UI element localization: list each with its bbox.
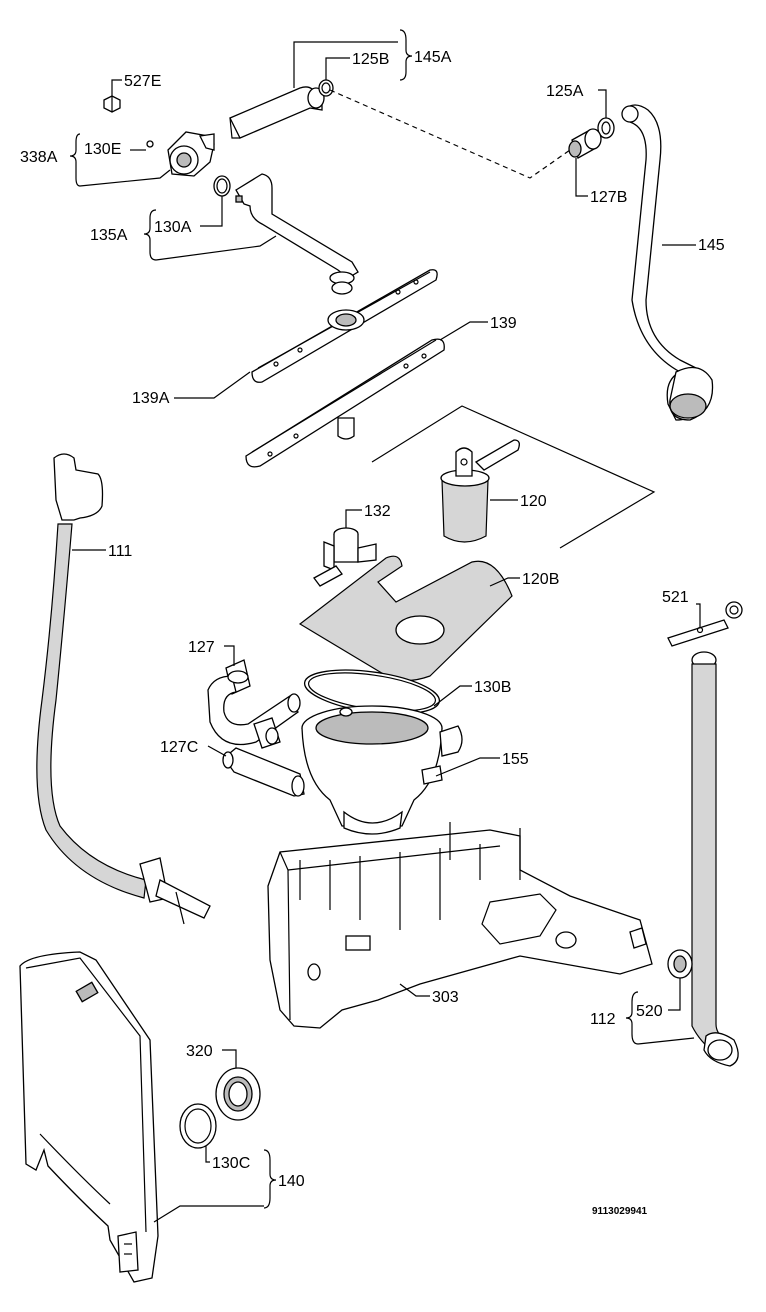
leader-527e: [111, 79, 122, 96]
leader-139a: [174, 371, 251, 399]
leader-521: [696, 603, 701, 628]
label-112: 112: [590, 1011, 616, 1028]
label-127b: 127B: [590, 189, 627, 206]
brace-135a: [143, 209, 157, 261]
leader-130b: [433, 685, 472, 707]
leader-130a: [200, 196, 223, 227]
part-130c-o-ring: [179, 1103, 217, 1149]
leader-135a: [155, 235, 277, 261]
label-338a: 338A: [20, 149, 58, 166]
leader-155: [435, 757, 500, 777]
leader-120b: [489, 577, 520, 587]
part-520-grommet: [667, 949, 693, 979]
part-139a-upper-spray-arm: [251, 269, 438, 383]
part-155-sump: [301, 705, 463, 835]
label-125a: 125A: [546, 83, 584, 100]
label-130c: 130C: [212, 1155, 250, 1172]
label-120b: 120B: [522, 571, 559, 588]
dashed-connection-line: [329, 89, 571, 179]
leader-338a: [79, 169, 171, 187]
part-139-lower-spray-arm: [245, 338, 445, 468]
part-145-hose: [621, 104, 714, 421]
leader-139: [439, 321, 488, 341]
part-127-hose: [207, 659, 301, 746]
label-520: 520: [636, 1003, 663, 1020]
label-130b: 130B: [474, 679, 511, 696]
part-120b-flat-filter: [298, 555, 513, 682]
part-527e-screw: [103, 95, 121, 113]
label-527e: 527E: [124, 73, 161, 90]
label-125b: 125B: [352, 51, 389, 68]
label-130e: 130E: [84, 141, 121, 158]
label-155: 155: [502, 751, 529, 768]
part-140-side-panel: [19, 951, 159, 1283]
label-130a: 130A: [154, 219, 192, 236]
leader-132: [345, 509, 362, 528]
leader-127c: [207, 745, 227, 757]
brace-338a: [69, 133, 81, 187]
label-320: 320: [186, 1043, 213, 1060]
leader-303: [399, 983, 430, 997]
part-125b-o-ring: [318, 79, 334, 97]
label-303: 303: [432, 989, 459, 1006]
leader-320: [222, 1049, 237, 1068]
part-127c-hose: [222, 747, 305, 797]
brace-112: [625, 991, 639, 1045]
part-303-base-tray: [267, 822, 653, 1029]
label-111: 111: [108, 543, 132, 560]
leader-127b: [575, 158, 588, 197]
label-132: 132: [364, 503, 391, 520]
leader-130c: [205, 1146, 210, 1163]
part-125a-ring: [597, 117, 615, 139]
part-145a-pipe: [229, 86, 325, 139]
part-111-inlet-hose: [36, 453, 211, 925]
label-145: 145: [698, 237, 725, 254]
part-130e-seal: [146, 140, 154, 148]
label-120: 120: [520, 493, 547, 510]
label-139a: 139A: [132, 390, 170, 407]
label-140: 140: [278, 1173, 305, 1190]
label-135a: 135A: [90, 227, 128, 244]
part-120-micro-filter: [440, 439, 520, 543]
leader-127: [224, 645, 235, 666]
leader-125b: [325, 57, 350, 80]
leader-145a: [293, 41, 398, 88]
brace-140: [263, 1149, 277, 1209]
label-145a: 145A: [414, 49, 452, 66]
part-130a-o-ring: [213, 175, 231, 197]
part-127-elbow-outlet: [253, 717, 281, 749]
part-320-seal: [215, 1067, 261, 1121]
label-521: 521: [662, 589, 689, 606]
drawing-number: 9113029941: [592, 1206, 648, 1217]
part-521-clip: [667, 601, 743, 647]
part-338a-bracket: [167, 131, 215, 177]
filter-group-bracket: [371, 405, 656, 549]
leader-140: [153, 1205, 264, 1223]
part-112-drain-hose: [691, 651, 739, 1067]
leader-112: [637, 1037, 695, 1045]
label-127c: 127C: [160, 739, 198, 756]
leader-520: [668, 978, 681, 1011]
brace-145a: [399, 29, 413, 81]
part-135a-spray-arm-pipe: [235, 173, 359, 295]
part-127b-connector: [568, 128, 602, 159]
label-127: 127: [188, 639, 215, 656]
label-139: 139: [490, 315, 517, 332]
leader-125a: [598, 89, 607, 118]
